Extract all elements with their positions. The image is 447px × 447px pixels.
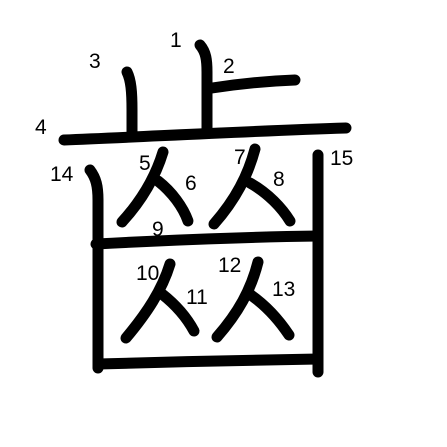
stroke-14 (84, 164, 104, 374)
stroke-number-12: 12 (218, 254, 241, 277)
stroke-number-13: 13 (272, 278, 295, 301)
stroke-5 (116, 146, 169, 228)
stroke-number-14: 14 (50, 163, 74, 186)
stroke-12 (211, 256, 264, 343)
stroke-10 (120, 258, 176, 344)
stroke-4 (58, 122, 352, 146)
stroke-7 (208, 143, 261, 230)
stroke-number-5: 5 (139, 152, 151, 175)
stroke-13 (242, 287, 295, 341)
stroke-3 (121, 66, 138, 138)
stroke-6 (152, 175, 194, 227)
stroke-9 (90, 230, 324, 250)
stroke-11 (156, 288, 200, 337)
stroke-number-10: 10 (136, 262, 159, 285)
stroke-number-9: 9 (152, 218, 164, 241)
stroke-number-7: 7 (234, 146, 246, 169)
stroke-number-2: 2 (223, 55, 235, 78)
stroke-2 (206, 74, 301, 94)
stroke-number-11: 11 (186, 286, 208, 309)
stroke-number-1: 1 (170, 29, 182, 52)
stroke-8 (244, 177, 296, 227)
stroke-number-3: 3 (89, 50, 101, 73)
stroke-15 (92, 149, 324, 378)
stroke-number-15: 15 (330, 147, 353, 170)
stroke-number-6: 6 (185, 172, 197, 195)
stroke-number-4: 4 (35, 116, 47, 139)
stroke-1 (194, 39, 213, 138)
stroke-number-8: 8 (273, 168, 285, 191)
